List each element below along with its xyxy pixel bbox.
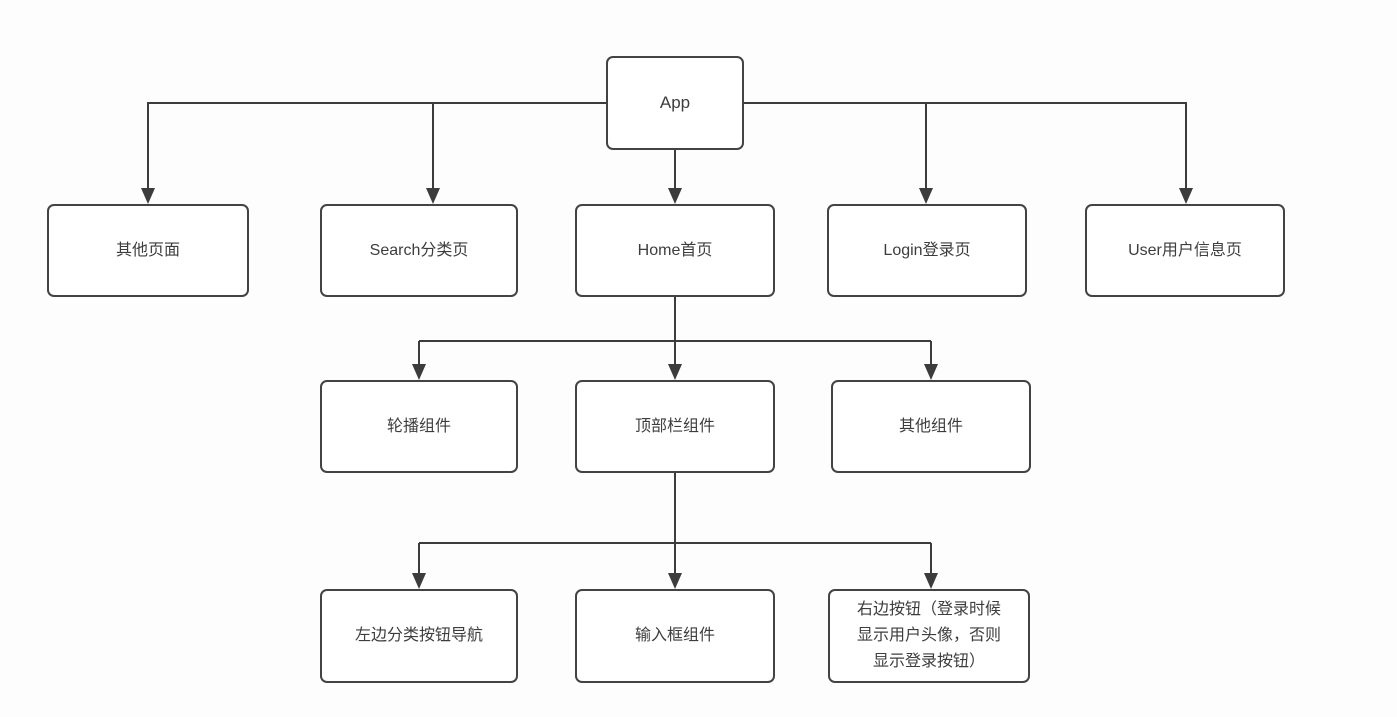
- node-login-page: Login登录页: [827, 204, 1027, 297]
- edge-app-login-page: [744, 102, 1193, 204]
- edge-home-distribution: [419, 297, 931, 342]
- node-user-page: User用户信息页: [1085, 204, 1285, 297]
- edge-topbar-right-button: [924, 543, 938, 589]
- edge-app-other-pages: [141, 102, 606, 204]
- edge-topbar-input-box: [668, 543, 682, 589]
- node-input-box-component: 输入框组件: [575, 589, 775, 683]
- node-topbar-component: 顶部栏组件: [575, 380, 775, 473]
- node-other-pages: 其他页面: [47, 204, 249, 297]
- node-carousel-component: 轮播组件: [320, 380, 518, 473]
- edge-topbar-left-nav: [412, 543, 426, 589]
- node-search-page: Search分类页: [320, 204, 518, 297]
- edge-home-carousel: [412, 341, 426, 380]
- edge-home-topbar: [668, 341, 682, 380]
- node-home-page: Home首页: [575, 204, 775, 297]
- edge-app-search-page: [426, 103, 440, 204]
- edge-app-home-page: [668, 150, 682, 204]
- node-other-components: 其他组件: [831, 380, 1031, 473]
- edge-home-other-components: [924, 341, 938, 380]
- edge-topbar-distribution: [419, 473, 931, 544]
- node-left-category-nav: 左边分类按钮导航: [320, 589, 518, 683]
- edge-app-user-page: [919, 103, 933, 204]
- node-app: App: [606, 56, 744, 150]
- node-right-button: 右边按钮（登录时候显示用户头像，否则显示登录按钮）: [828, 589, 1030, 683]
